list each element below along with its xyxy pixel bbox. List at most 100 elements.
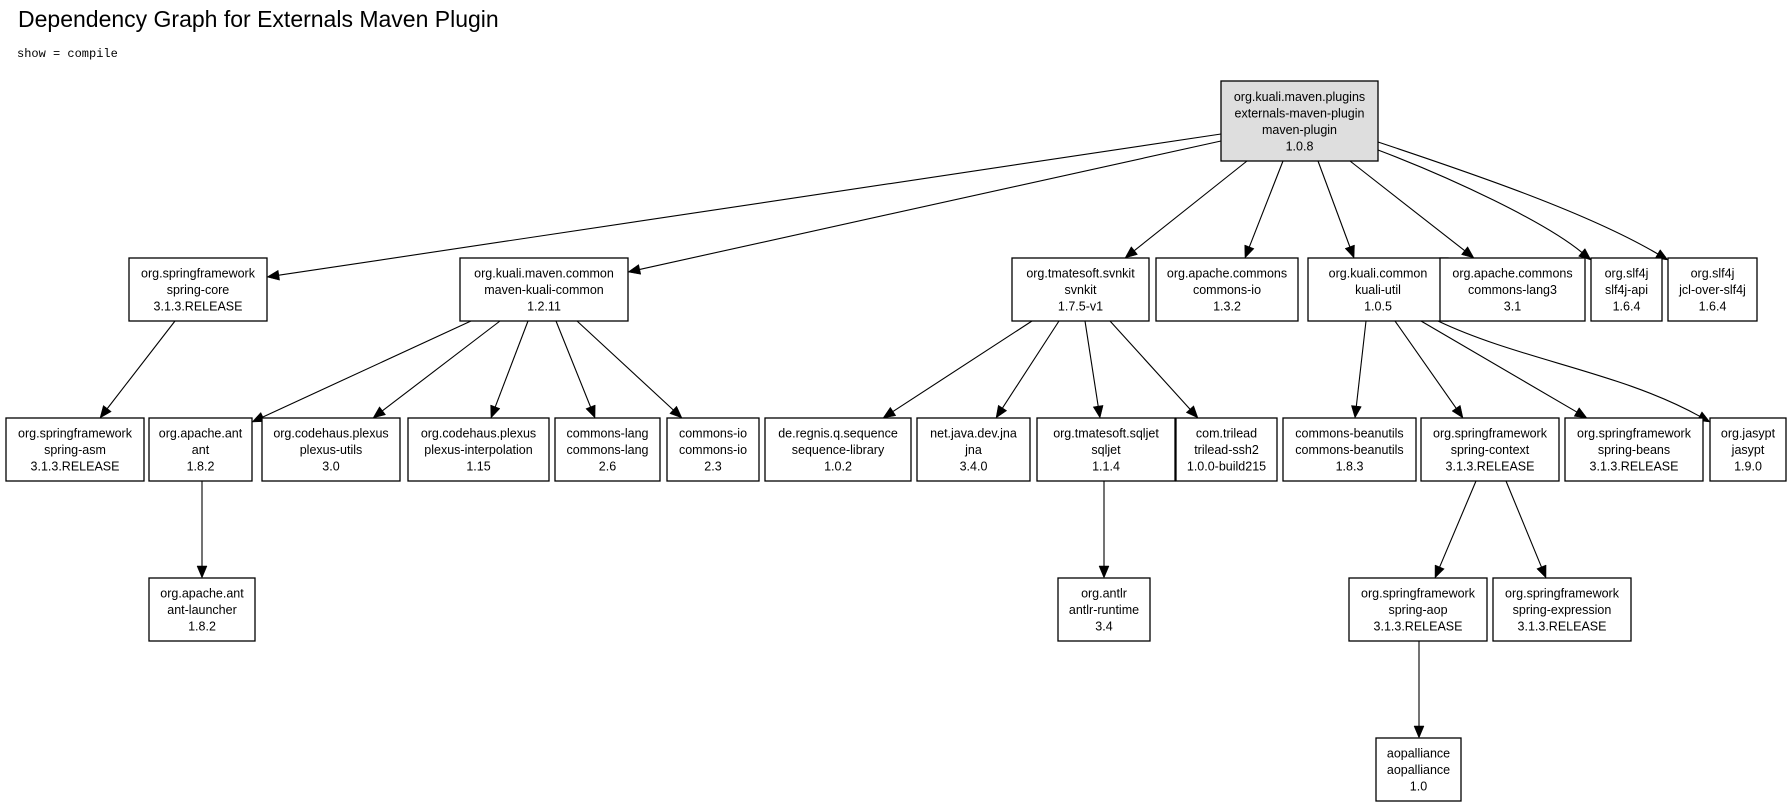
node-label-line: jna (964, 443, 982, 457)
edge-svnkit-to-sqljet (1084, 320, 1104, 419)
edge-line (1109, 320, 1191, 410)
node-spring-beans: org.springframework spring-beans 3.1.3.REL… (1564, 417, 1704, 482)
arrowhead-icon (372, 406, 386, 419)
edge-root-to-jcl-over-slf4j (1377, 141, 1669, 261)
node-label-line: trilead-ssh2 (1194, 443, 1259, 457)
node-label-line: org.springframework (18, 427, 133, 441)
edge-line (106, 320, 176, 409)
node-label-line: 3.4 (1095, 620, 1112, 634)
edge-svnkit-to-trilead-ssh2 (1109, 320, 1199, 419)
node-box (666, 417, 760, 482)
node-label-line: org.tmatesoft.sqljet (1053, 427, 1159, 441)
node-label-line: spring-core (167, 283, 230, 297)
node-root: org.kuali.maven.pluginsexternals-maven-p… (1220, 80, 1379, 162)
edge-curve (1377, 141, 1658, 255)
node-label-line: org.slf4j (1691, 267, 1735, 281)
node-box (1175, 417, 1278, 482)
node-label-line: org.slf4j (1605, 267, 1649, 281)
node-label-line: spring-beans (1598, 443, 1670, 457)
node-label-line: kuali-util (1355, 283, 1401, 297)
node-label-line: commons-lang (567, 443, 649, 457)
arrowhead-icon (585, 404, 596, 419)
edge-root-to-commons-lang3 (1349, 160, 1475, 259)
arrowhead-icon (490, 404, 501, 419)
node-spring-asm: org.springframeworkspring-asm3.1.3.RELEA… (5, 417, 145, 482)
edge-line (1002, 320, 1060, 409)
page-subtitle: show = compile (17, 47, 118, 61)
edge-line (494, 320, 529, 407)
arrowhead-icon (1092, 405, 1104, 419)
edge-line (576, 320, 674, 411)
edge-kuali-util-to-spring-beans (1420, 320, 1588, 419)
node-box (1667, 257, 1758, 322)
node-label-line: jcl-over-slf4j (1678, 283, 1746, 297)
node-box (1155, 257, 1299, 322)
arrowhead-icon (266, 269, 280, 281)
node-label-line: net.java.dev.jna (930, 427, 1017, 441)
node-spring-expression: org.springframeworkspring-expression3.1.… (1492, 577, 1632, 642)
arrowhead-icon (196, 565, 208, 579)
node-label-line: 1.1.4 (1092, 460, 1120, 474)
edges-layer (99, 133, 1711, 739)
edge-line (1355, 320, 1367, 407)
node-label-line: 1.8.2 (187, 460, 215, 474)
node-label-line: org.codehaus.plexus (273, 427, 388, 441)
arrowhead-icon (1185, 405, 1199, 419)
node-box (1057, 577, 1151, 642)
edge-root-to-spring-core (266, 133, 1222, 281)
edge-spring-core-to-spring-asm (99, 320, 176, 419)
edge-line (1317, 160, 1351, 247)
arrowhead-icon (1434, 564, 1445, 579)
node-label-line: plexus-interpolation (424, 443, 532, 457)
node-label-line: 1.8.3 (1336, 460, 1364, 474)
node-label-line: 1.8.2 (188, 620, 216, 634)
edge-line (555, 320, 592, 408)
node-box (1375, 737, 1462, 802)
edge-root-to-slf4j-api (1377, 149, 1592, 261)
node-label-line: maven-kuali-common (484, 283, 604, 297)
node-box (1282, 417, 1417, 482)
node-label-line: org.kuali.common (1329, 267, 1428, 281)
node-label-line: antlr-runtime (1069, 603, 1139, 617)
node-box (916, 417, 1031, 482)
node-box (1348, 577, 1488, 642)
arrowhead-icon (1573, 407, 1588, 419)
node-label-line: 2.3 (704, 460, 721, 474)
node-label-line: commons-lang3 (1468, 283, 1557, 297)
node-label-line: org.springframework (1361, 587, 1476, 601)
arrowhead-icon (99, 405, 112, 419)
node-label-line: 3.1.3.RELEASE (1590, 460, 1679, 474)
node-label-line: 3.1.3.RELEASE (154, 300, 243, 314)
edge-kuali-util-to-jasypt (1437, 320, 1711, 423)
edge-root-to-maven-kuali-common (627, 140, 1222, 275)
node-label-line: sequence-library (792, 443, 885, 457)
edge-line (892, 320, 1033, 412)
node-label-line: 3.1.3.RELEASE (31, 460, 120, 474)
node-box (1011, 257, 1150, 322)
node-label-line: org.springframework (1577, 427, 1692, 441)
node-label-line: 3.1.3.RELEASE (1374, 620, 1463, 634)
edge-line (1420, 320, 1577, 413)
node-box (1590, 257, 1663, 322)
edge-line (1084, 320, 1099, 407)
node-label-line: maven-plugin (1262, 123, 1337, 137)
node-label-line: commons-io (1193, 283, 1261, 297)
edge-root-to-commons-io-132 (1244, 160, 1284, 259)
nodes-layer: org.kuali.maven.pluginsexternals-maven-p… (5, 80, 1787, 802)
edge-line (639, 140, 1222, 270)
node-label-line: 3.1.3.RELEASE (1446, 460, 1535, 474)
node-label-line: org.apache.commons (1167, 267, 1287, 281)
node-label-line: org.kuali.maven.common (474, 267, 614, 281)
node-box (1420, 417, 1560, 482)
node-label-line: de.regnis.q.sequence (778, 427, 898, 441)
node-label-line: plexus-utils (300, 443, 363, 457)
node-label-line: ant (192, 443, 210, 457)
node-label-line: commons-beanutils (1295, 427, 1403, 441)
edge-ant-to-ant-launcher (196, 481, 208, 579)
